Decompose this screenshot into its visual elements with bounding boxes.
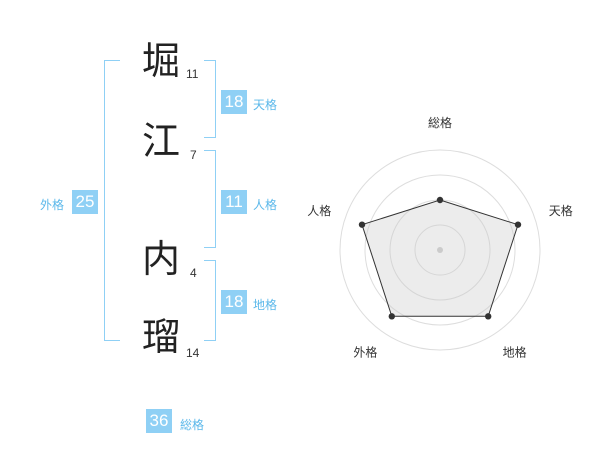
tenkaku-bracket (204, 60, 216, 138)
name-char-3: 内 (142, 237, 181, 281)
radar-ring (364, 174, 516, 326)
radar-axis-label: 地格 (503, 345, 527, 360)
chikaku-bracket (204, 260, 216, 341)
radar-points (358, 196, 522, 320)
jinkaku-label: 人格 (253, 198, 278, 212)
radar-ring (339, 149, 541, 351)
radar-point (388, 313, 396, 320)
chikaku-badge: 18 (221, 290, 247, 314)
radar-ring (414, 224, 466, 276)
jinkaku-bracket (204, 150, 216, 248)
radar-center-dot (437, 247, 443, 253)
name-char-4: 瑠 (142, 315, 181, 359)
chikaku-label: 地格 (253, 298, 278, 312)
jinkaku-badge: 11 (221, 190, 247, 214)
radar-axis-label: 外格 (353, 345, 377, 360)
stroke-count-1: 11 (186, 67, 199, 81)
stroke-count-3: 4 (190, 266, 197, 280)
radar-point (514, 221, 522, 228)
name-char-1: 堀 (142, 39, 181, 83)
tenkaku-badge: 18 (221, 90, 247, 114)
stroke-count-4: 14 (186, 346, 200, 360)
soukaku-label: 総格 (180, 418, 205, 432)
gaikaku-label: 外格 (40, 198, 65, 212)
radar-series-area (361, 199, 519, 317)
radar-axis-label: 天格 (549, 203, 573, 218)
radar-point (484, 313, 492, 320)
radar-point (358, 221, 366, 228)
radar-axis-label: 総格 (428, 115, 452, 130)
soukaku-badge: 36 (146, 409, 172, 433)
gaikaku-badge: 25 (72, 190, 98, 214)
gaikaku-bracket (104, 60, 120, 341)
radar-axis-label: 人格 (307, 203, 331, 218)
stroke-count-2: 7 (190, 148, 197, 162)
radar-point (436, 196, 444, 204)
tenkaku-label: 天格 (253, 98, 278, 112)
name-char-2: 江 (142, 119, 181, 163)
